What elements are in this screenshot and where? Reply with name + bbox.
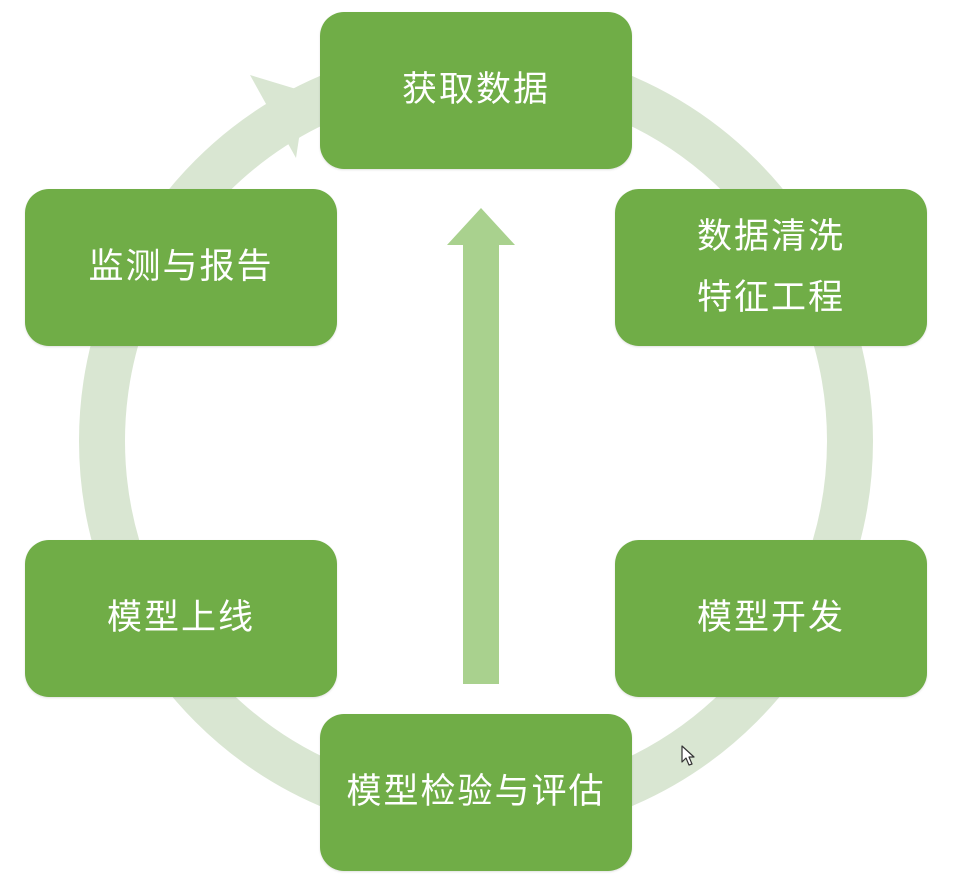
step-box-monitoring-reporting[interactable]: 监测与报告 bbox=[25, 189, 337, 346]
step-label-line: 数据清洗 bbox=[696, 217, 845, 258]
step-label: 模型检验与评估 bbox=[346, 762, 605, 822]
step-label-line: 模型检验与评估 bbox=[346, 772, 606, 813]
step-box-get-data[interactable]: 获取数据 bbox=[320, 12, 632, 169]
step-box-model-development[interactable]: 模型开发 bbox=[615, 540, 927, 697]
step-box-model-evaluation[interactable]: 模型检验与评估 bbox=[320, 714, 632, 871]
step-label: 模型上线 bbox=[107, 588, 255, 648]
step-label-line: 模型上线 bbox=[106, 598, 255, 639]
up-arrow-icon bbox=[447, 208, 515, 684]
step-label-line: 模型开发 bbox=[696, 598, 845, 639]
step-box-model-deployment[interactable]: 模型上线 bbox=[25, 540, 337, 697]
step-label-line: 获取数据 bbox=[401, 70, 550, 111]
mouse-pointer-icon bbox=[681, 745, 695, 766]
step-label: 模型开发 bbox=[697, 588, 845, 648]
step-label: 监测与报告 bbox=[88, 237, 273, 297]
step-label: 获取数据 bbox=[402, 60, 550, 120]
step-box-data-cleaning[interactable]: 数据清洗 特征工程 bbox=[615, 189, 927, 346]
step-label-line: 监测与报告 bbox=[88, 247, 274, 288]
cycle-arrowhead-icon bbox=[250, 75, 306, 158]
step-label-line: 特征工程 bbox=[696, 277, 845, 318]
step-label: 数据清洗 特征工程 bbox=[697, 207, 845, 327]
